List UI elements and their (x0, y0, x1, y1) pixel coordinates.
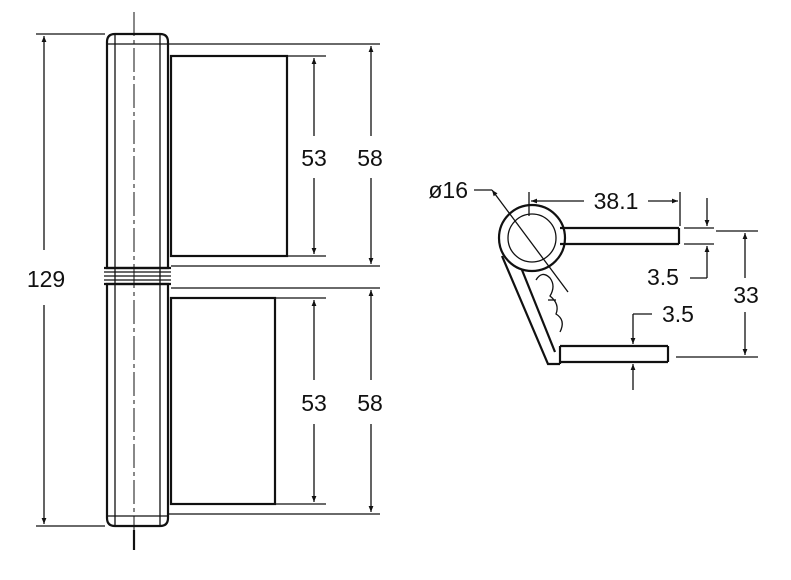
dimension-upper-leaf-outer: 58 (357, 46, 383, 264)
dimension-label-38-1: 38.1 (594, 188, 639, 214)
front-view: 129 53 58 53 58 (27, 12, 383, 550)
dimension-label-upper-3-5: 3.5 (647, 264, 679, 290)
hinge-barrel (104, 12, 171, 550)
dimension-label-33: 33 (733, 282, 759, 308)
dimension-upper-leaf-inner: 53 (301, 58, 327, 254)
dimension-knuckle-diameter: ø16 (428, 177, 569, 293)
knuckle-section (497, 203, 567, 273)
dimension-lower-leaf-outer: 58 (357, 290, 383, 512)
dimension-label-129: 129 (27, 266, 65, 292)
side-view: ø16 38.1 3.5 3.5 (428, 177, 759, 390)
dimension-label-upper-58: 58 (357, 145, 383, 171)
dimension-upper-leaf-thickness: 3.5 (647, 198, 714, 290)
dimension-label-lower-53: 53 (301, 390, 327, 416)
dimension-overall-height: 129 (27, 33, 105, 527)
dimension-leaf-spacing: 33 (676, 230, 759, 358)
dimension-label-lower-58: 58 (357, 390, 383, 416)
dimension-label-lower-3-5: 3.5 (662, 301, 694, 327)
dimension-lower-leaf-thickness: 3.5 (630, 301, 694, 390)
lower-leaf (168, 287, 380, 515)
upper-leaf (168, 43, 380, 267)
dimension-lower-leaf-inner: 53 (301, 300, 327, 502)
dimension-label-upper-53: 53 (301, 145, 327, 171)
hinge-profile (500, 226, 681, 366)
dimension-label-diameter: ø16 (428, 177, 468, 203)
dimension-leaf-length: 38.1 (528, 188, 681, 226)
